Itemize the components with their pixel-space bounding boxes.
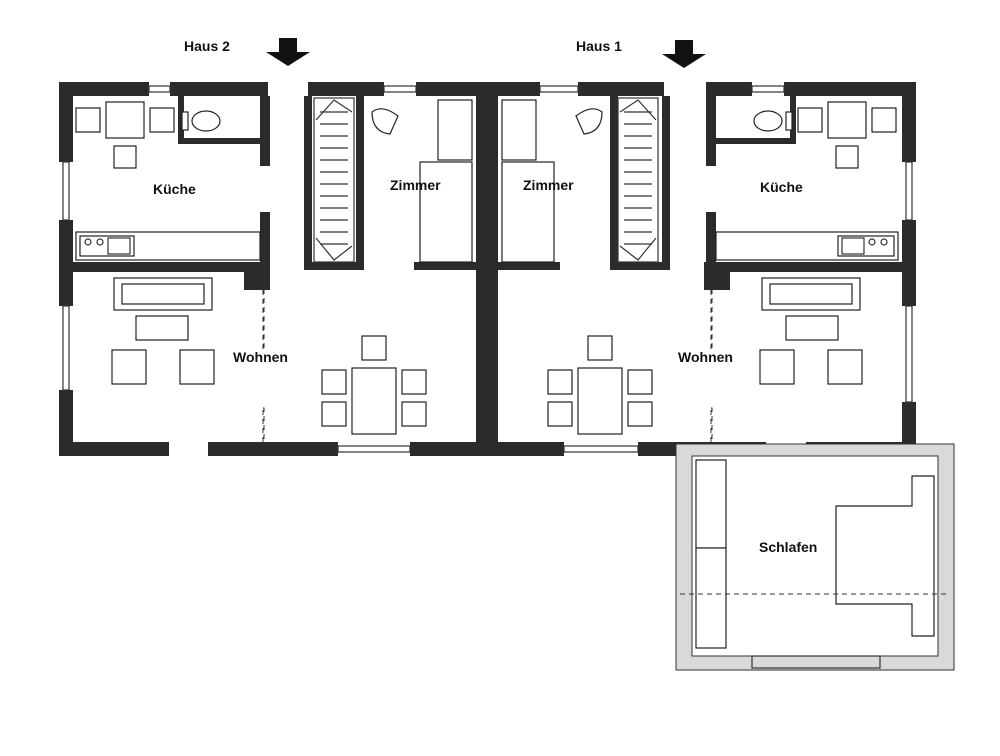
bedroom-annex (675, 443, 955, 671)
room-label-zimmer-left: Zimmer (390, 177, 441, 193)
furniture-right (501, 99, 899, 435)
house-label-left: Haus 2 (184, 38, 230, 54)
interior-walls-left (73, 96, 476, 443)
arrow-down-icon (662, 40, 706, 68)
house-label-right: Haus 1 (576, 38, 622, 54)
furniture-left (75, 99, 473, 435)
room-label-schlafen: Schlafen (759, 539, 817, 555)
room-label-kueche-left: Küche (153, 181, 196, 197)
room-label-kueche-right: Küche (760, 179, 803, 195)
staircase-right (617, 97, 659, 263)
room-label-zimmer-right: Zimmer (523, 177, 574, 193)
room-label-wohnen-right: Wohnen (678, 349, 733, 365)
arrow-down-icon (266, 38, 310, 66)
staircase-left (313, 97, 355, 263)
room-label-wohnen-left: Wohnen (233, 349, 288, 365)
interior-walls-right (498, 96, 902, 443)
